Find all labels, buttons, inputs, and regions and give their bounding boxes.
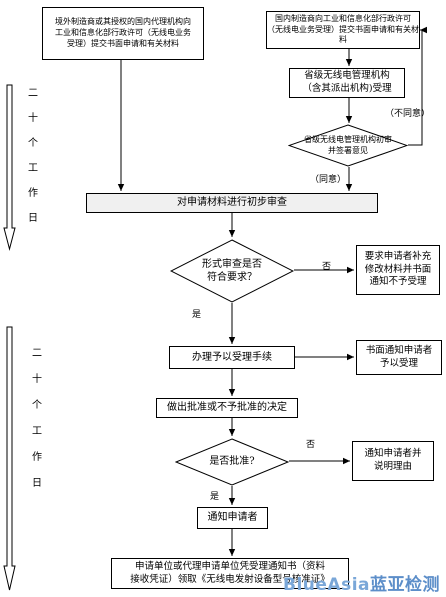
provincial-review-diamond: 省级无线电管理机构初审 并签署意见 [288,124,408,167]
label-no-1: 否 [322,262,332,272]
label-yes-2: 是 [210,492,220,502]
notify-applicant-box: 通知申请者 [197,507,268,529]
label-agree: （同意） [310,175,347,185]
form-check-text: 形式审查是否 符合要求？ [202,258,262,284]
label-yes-1: 是 [192,310,202,320]
form-check-diamond: 形式审查是否 符合要求？ [170,239,294,303]
provincial-review-diamond-shape [288,124,408,167]
period-1-label: 二 十 个 工 作 日 [28,88,38,224]
foreign-apply-box: 境外制造商或其授权的国内代理机构向 工业和信息化部行政许可（无线电业务 受理）提… [42,7,204,60]
approve-check-diamond: 是否批准? [175,438,289,486]
label-disagree: （不同意） [385,109,431,119]
reject-notice-box: 通知申请者并 说明理由 [352,441,434,481]
accept-procedure-box: 办理予以受理手续 [169,346,295,369]
decision-box: 做出批准或不予批准的决定 [156,398,298,418]
provincial-accept-box: 省级无线电管理机构 （含其派出机构)受理 [289,68,405,98]
period-1-bar [3,84,16,251]
period-2-label: 二 十 个 工 作 日 [32,348,42,489]
accept-notice-box: 书面通知申请者 予以受理 [356,340,442,375]
form-check-diamond-shape [170,239,294,303]
supplement-notice-box: 要求申请者补充 修改材料并书面 通知不予受理 [356,245,440,295]
brand-watermark: BlueAsia蓝亚检测 [283,570,440,595]
provincial-review-text: 省级无线电管理机构初审 并签署意见 [304,134,392,155]
approve-check-text: 是否批准? [209,456,255,468]
initial-review-box: 对申请材料进行初步审查 [86,193,378,213]
final-collect-box: 申请单位或代理申请单位凭受理通知书（资料 接收凭证）领取《无线电发射设备型号核准… [111,558,349,589]
approve-check-diamond-shape [175,438,289,486]
watermark-cjk: 蓝亚检测 [370,575,440,595]
label-no-2: 否 [306,440,316,450]
watermark-latin: BlueAsia [283,575,370,595]
domestic-apply-box: 国内制造商向工业和信息化部行政许可 （无线电业务受理）提交书面申请和有关材料 [266,11,420,49]
period-2-bar [3,326,16,591]
